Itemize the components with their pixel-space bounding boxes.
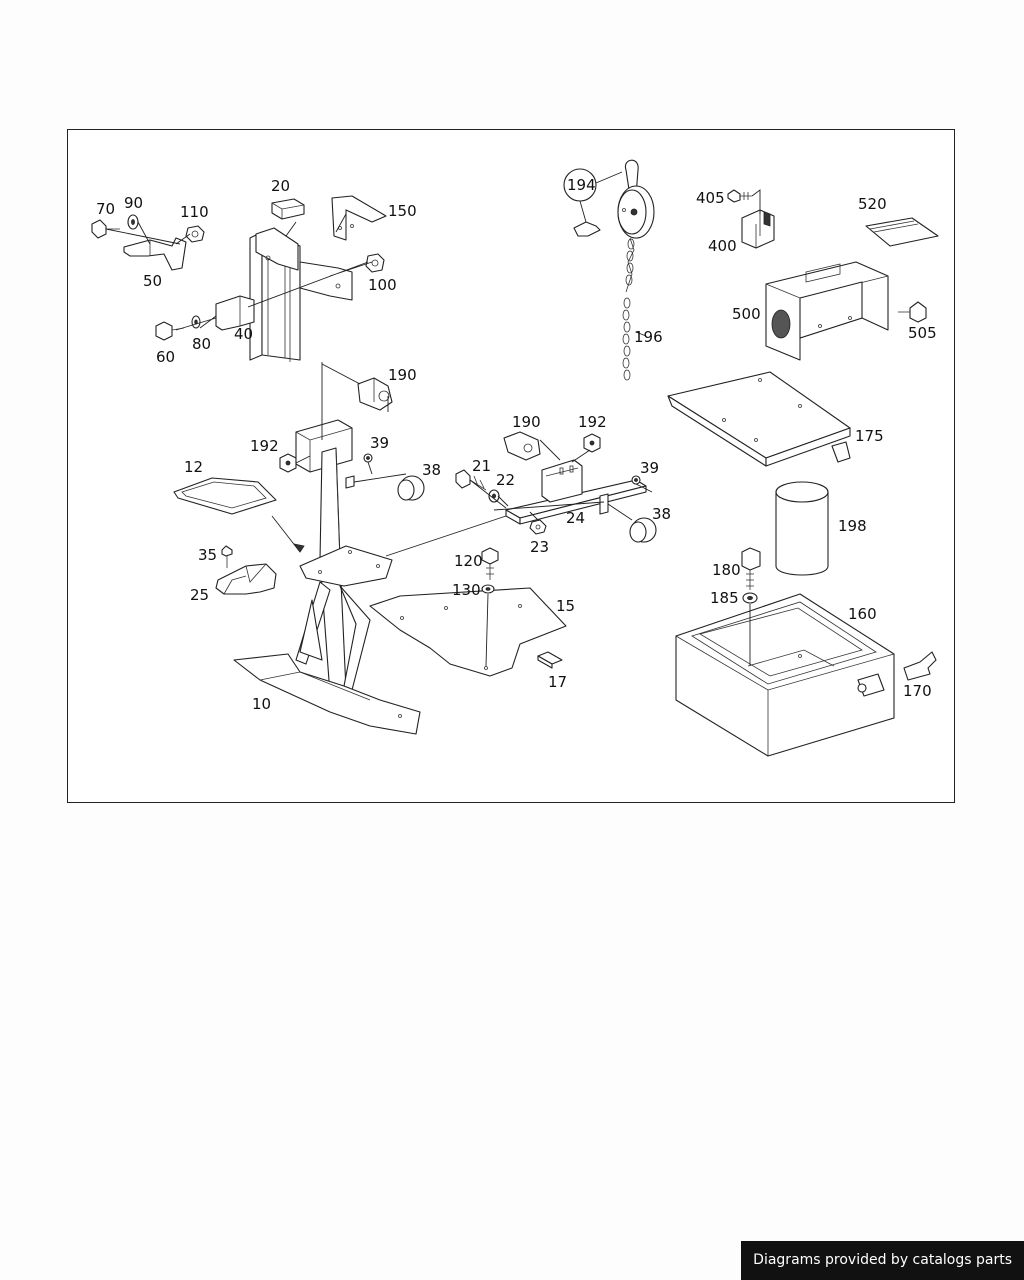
callout-192-left: 192	[250, 437, 279, 455]
clamp-190-lower	[503, 431, 541, 461]
callout-25: 25	[190, 586, 209, 604]
bolt-505	[898, 301, 927, 323]
plug-cap-20	[271, 198, 305, 220]
upright-post-10	[295, 419, 393, 695]
bolt-35	[221, 545, 233, 568]
base-plate-10	[233, 653, 421, 735]
bracket-50	[123, 237, 187, 271]
chain-196	[622, 297, 631, 381]
callout-39-left: 39	[370, 434, 389, 452]
callout-180: 180	[712, 561, 741, 579]
callout-50: 50	[143, 272, 162, 290]
callout-90: 90	[124, 194, 143, 212]
callout-12: 12	[184, 458, 203, 476]
callout-70: 70	[96, 200, 115, 218]
plate-15	[369, 587, 567, 677]
gasket-12	[173, 477, 277, 515]
washer-22	[488, 489, 500, 503]
screw-405	[727, 189, 752, 203]
callout-192-right: 192	[578, 413, 607, 431]
callout-400: 400	[708, 237, 737, 255]
callout-15: 15	[556, 597, 575, 615]
base-box-160	[675, 593, 895, 757]
washer-185	[742, 592, 758, 604]
callout-23: 23	[530, 538, 549, 556]
plate-520	[865, 217, 939, 247]
callout-38-right: 38	[652, 505, 671, 523]
washer-80	[191, 315, 201, 329]
callout-196: 196	[634, 328, 663, 346]
nut-100	[365, 253, 385, 273]
callout-80: 80	[192, 335, 211, 353]
bolt-180	[741, 547, 761, 590]
nut-110	[185, 225, 205, 243]
callout-190-lower: 190	[512, 413, 541, 431]
cross-bar-24	[505, 459, 647, 525]
tray-175	[667, 371, 851, 467]
callout-40: 40	[234, 325, 253, 343]
callout-505: 505	[908, 324, 937, 342]
upright-frame-upper	[249, 227, 353, 362]
knob-38-left	[345, 475, 425, 501]
callout-21: 21	[472, 457, 491, 475]
callout-38-left: 38	[422, 461, 441, 479]
callout-500: 500	[732, 305, 761, 323]
callout-150: 150	[388, 202, 417, 220]
diagram-credit-badge: Diagrams provided by catalogs parts	[741, 1241, 1024, 1280]
callout-labels: 70 90 110 50 20 150 100 40 60 80 194 196…	[96, 176, 937, 713]
bolt-192-left	[279, 453, 297, 473]
bolt-120	[481, 547, 499, 580]
cylinder-198	[775, 481, 829, 576]
callout-100: 100	[368, 276, 397, 294]
callout-120: 120	[454, 552, 483, 570]
callout-405: 405	[696, 189, 725, 207]
bolt-70	[91, 219, 120, 239]
callout-110: 110	[180, 203, 209, 221]
clamp-190-upper	[357, 377, 393, 411]
bracket-40	[215, 295, 255, 331]
callout-175: 175	[855, 427, 884, 445]
nut-23	[529, 519, 547, 535]
callout-194: 194	[567, 176, 596, 194]
callout-24: 24	[566, 509, 585, 527]
clip-400	[741, 209, 775, 249]
callout-190-upper: 190	[388, 366, 417, 384]
callout-60: 60	[156, 348, 175, 366]
callout-185: 185	[710, 589, 739, 607]
washer-130	[481, 584, 495, 594]
bolt-192-right	[583, 433, 601, 453]
callout-198: 198	[838, 517, 867, 535]
latch-170	[903, 651, 937, 681]
callout-160: 160	[848, 605, 877, 623]
callout-130: 130	[452, 581, 481, 599]
callout-20: 20	[271, 177, 290, 195]
bracket-150	[331, 195, 387, 241]
chain-upper	[625, 237, 635, 293]
nut-39-left	[363, 453, 373, 463]
knob-38-right	[629, 517, 657, 543]
callout-22: 22	[496, 471, 515, 489]
callout-10: 10	[252, 695, 271, 713]
callout-170: 170	[903, 682, 932, 700]
key-17	[537, 651, 563, 669]
pulley-block-194	[573, 159, 655, 239]
callout-35: 35	[198, 546, 217, 564]
callout-39-right: 39	[640, 459, 659, 477]
housing-500	[765, 261, 889, 361]
callout-17: 17	[548, 673, 567, 691]
nut-39-right	[631, 475, 641, 485]
bolt-60	[155, 321, 185, 341]
washer-90	[127, 214, 139, 230]
cover-25	[215, 563, 277, 595]
callout-520: 520	[858, 195, 887, 213]
